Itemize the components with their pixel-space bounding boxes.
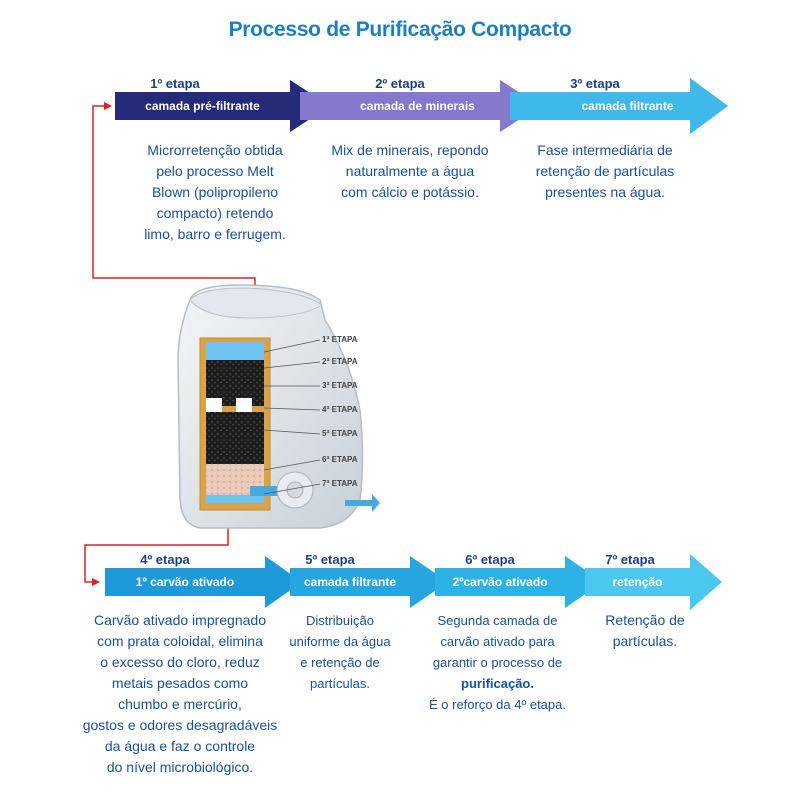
stage-5-description: Distribuição uniforme da água e retenção…: [289, 613, 391, 691]
stage-4-description: Carvão ativado impregnado com prata colo…: [82, 612, 278, 775]
stage-7-head: 7º etapa: [605, 552, 655, 567]
stage-7-arrow-label: retenção: [612, 575, 663, 589]
stage-6-description: Segunda camada de carvão ativado para ga…: [428, 613, 566, 712]
stage-3-head: 3º etapa: [570, 76, 620, 91]
page-title: Processo de Purificação Compacto: [228, 18, 572, 41]
bottom-arrow-4: [585, 554, 722, 610]
filter-label-4: 4ª ETAPA: [322, 405, 358, 414]
connector-top-arrowhead: [104, 102, 112, 110]
bottom-arrow-2: [290, 556, 448, 608]
stage-1-head: 1º etapa: [150, 76, 200, 91]
outlet-pipe: [250, 486, 300, 496]
stage-3-description: Fase intermediária de retenção de partíc…: [535, 142, 675, 200]
top-arrow-group: [115, 78, 728, 134]
stage-5-head: 5º etapa: [305, 552, 355, 567]
top-arrow-3-face: [510, 78, 728, 134]
filter-label-2: 2ª ETAPA: [322, 357, 358, 366]
bottom-arrow-3: [435, 556, 603, 608]
stage-6-head: 6º etapa: [465, 552, 515, 567]
white-disc-1: [206, 398, 222, 412]
stage-7-description: Retenção de partículas.: [605, 612, 685, 649]
filter-label-7: 7ª ETAPA: [322, 479, 358, 488]
white-disc-2: [236, 398, 252, 412]
stage-1-description: Microrretenção obtida pelo processo Melt…: [144, 142, 286, 242]
filter-label-6: 6ª ETAPA: [322, 455, 358, 464]
stage-2-arrow-label: camada de minerais: [360, 99, 475, 113]
top-arrow-overlay: [115, 80, 330, 132]
connector-bottom: [84, 505, 229, 583]
outlet-arrow: [345, 494, 380, 512]
stage-1-arrow-label: camada pré-filtrante: [145, 99, 260, 113]
bottom-arrow-1: [105, 556, 302, 608]
stage-4-arrow-label: 1º carvão ativado: [135, 575, 235, 589]
filter-device-illustration: [177, 284, 380, 529]
filter-label-3: 3ª ETAPA: [322, 381, 358, 390]
carbon-layer-2: [206, 412, 264, 464]
bottom-arrow-group: [105, 554, 722, 610]
connector-bottom-arrowhead: [92, 578, 100, 586]
stage-4-head: 4º etapa: [140, 552, 190, 567]
stage-2-description: Mix de minerais, repondo naturalmente a …: [331, 142, 489, 200]
filter-label-1: 1ª ETAPA: [322, 335, 358, 344]
top-arrow-2-face: [300, 80, 540, 132]
bottom-blue-layer: [206, 495, 264, 503]
cartridge-top-blue: [206, 342, 264, 360]
stage-5-arrow-label: camada filtrante: [303, 575, 397, 589]
filter-top-cap: [189, 287, 323, 319]
stage-6-arrow-label: 2ºcarvão ativado: [452, 575, 548, 589]
stage-3-arrow-label: camada filtrante: [581, 99, 674, 113]
filter-label-5: 5ª ETAPA: [322, 429, 358, 438]
stage-2-head: 2º etapa: [375, 76, 425, 91]
